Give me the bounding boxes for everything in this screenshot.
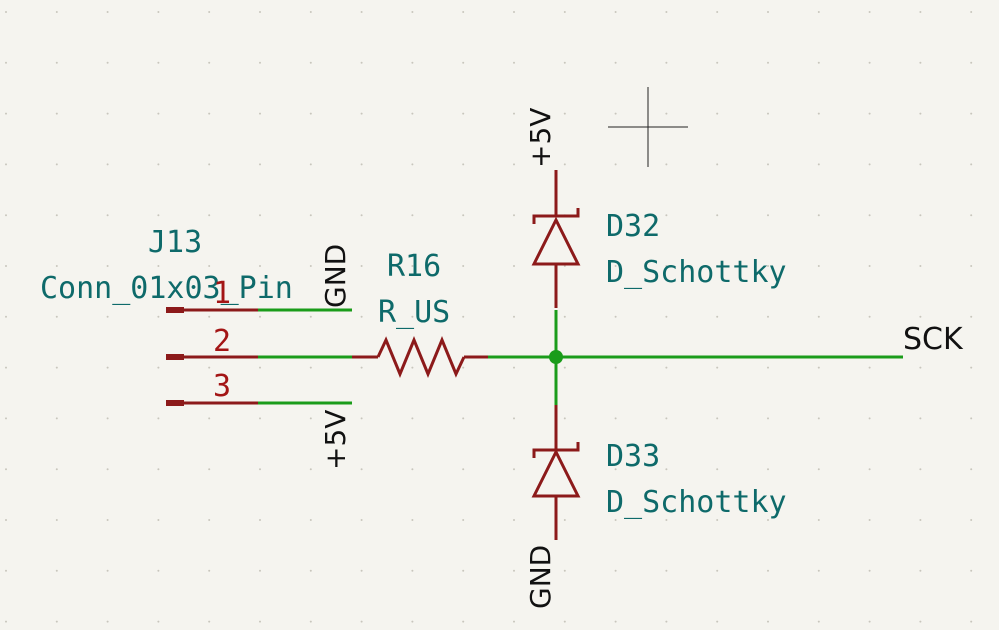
power-gnd-bottom[interactable]: GND [524, 545, 557, 609]
power-label-5v-top: +5V [524, 108, 557, 168]
power-label-gnd-connector: GND [319, 244, 352, 308]
diode-d33-triangle [531, 448, 581, 498]
pin-number-1: 1 [213, 276, 231, 311]
wires [258, 308, 903, 405]
net-label-sck[interactable]: SCK [903, 322, 964, 357]
power-gnd-connector[interactable]: GND [319, 244, 352, 308]
grid-dots [5, 11, 973, 623]
power-label-5v-connector: +5V [319, 410, 352, 470]
diode-d33-value: D_Schottky [606, 485, 787, 520]
resistor-r16[interactable]: R16 R_US [352, 249, 488, 378]
connector-pin-3[interactable]: 3 [166, 369, 258, 406]
diode-d32[interactable]: D32 D_Schottky [531, 170, 787, 308]
pin-number-2: 2 [213, 324, 231, 359]
power-5v-top[interactable]: +5V [524, 108, 557, 168]
power-label-gnd-bottom: GND [524, 545, 557, 609]
power-5v-connector[interactable]: +5V [319, 410, 352, 470]
resistor-value: R_US [378, 295, 450, 330]
diode-d32-reference: D32 [606, 209, 660, 244]
connector-value: Conn_01x03_Pin [40, 271, 293, 306]
resistor-zigzag [376, 336, 466, 378]
diode-d32-cathode-bar [532, 208, 580, 224]
resistor-reference: R16 [387, 249, 441, 284]
cursor-crosshair [608, 87, 688, 167]
junction-dot [549, 350, 563, 364]
pin-number-3: 3 [213, 369, 231, 404]
connector-reference: J13 [148, 225, 202, 260]
diode-d33-reference: D33 [606, 439, 660, 474]
diode-d33[interactable]: D33 D_Schottky [531, 405, 787, 540]
diode-d32-triangle [531, 216, 581, 266]
connector-pin-1[interactable]: 1 [166, 276, 258, 313]
diode-d32-value: D_Schottky [606, 255, 787, 290]
connector-j13[interactable]: J13 Conn_01x03_Pin 1 2 3 [40, 225, 293, 406]
connector-pin-2[interactable]: 2 [166, 324, 258, 360]
